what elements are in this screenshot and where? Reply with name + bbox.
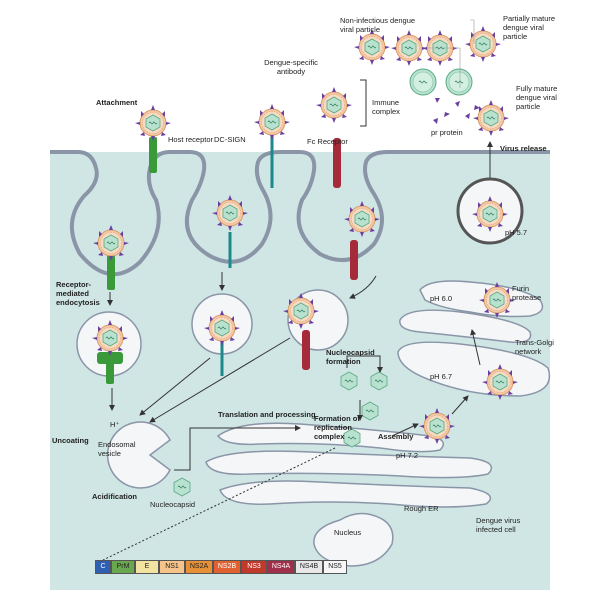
genome-prm: PrM: [111, 560, 135, 574]
label-endosomal-vesicle: Endosomal vesicle: [98, 440, 136, 458]
label-assembly: Assembly: [378, 432, 414, 441]
label-virus-release: Virus release: [500, 144, 547, 153]
genome-ns2b: NS2B: [213, 560, 241, 574]
label-non-infectious: Non-infectious dengue viral particle: [340, 16, 416, 34]
endosomal-vesicle: [106, 421, 171, 489]
label-rough-er: Rough ER: [404, 504, 439, 513]
pr-protein-fragments: [433, 98, 480, 124]
genome-ns5: NS5: [323, 560, 347, 574]
cell-cytoplasm: [50, 152, 550, 590]
fc-receptors: [302, 138, 358, 370]
label-ph-67: pH 6.7: [430, 372, 453, 381]
label-pr-protein: pr protein: [431, 128, 463, 137]
nucleus: [313, 512, 394, 567]
label-receptor-endocytosis: Receptor-mediated endocytosis: [56, 280, 100, 307]
immune-complex-bracket: [360, 79, 367, 127]
label-ph-72: pH 7.2: [396, 451, 419, 460]
label-nucleocapsid: Nucleocapsid: [150, 500, 196, 509]
label-infected-cell: Dengue virus infected cell: [476, 516, 521, 534]
host-receptors: [97, 137, 157, 384]
label-nucleocapsid-formation: Nucleocapsid formation: [326, 348, 375, 366]
plasma-membrane: [50, 150, 550, 277]
genome-ns1: NS1: [159, 560, 185, 574]
viral-genome: C PrM E NS1 NS2A NS2B NS3 NS4A NS4B NS5: [95, 560, 347, 574]
rough-er: [205, 422, 493, 508]
label-furin-protease: Furin protease: [512, 284, 542, 302]
genome-ns4b: NS4B: [295, 560, 323, 574]
label-replication-complex: Formation of replication complex: [314, 414, 360, 441]
label-fully-mature: Fully mature dengue viral particle: [516, 84, 558, 111]
genome-e: E: [135, 560, 159, 574]
label-immune-complex: Immune complex: [372, 98, 400, 116]
label-fc-receptor: Fc Receptor: [307, 137, 348, 146]
label-h-plus: H⁺: [110, 420, 120, 429]
genome-ns3: NS3: [241, 560, 267, 574]
label-uncoating: Uncoating: [52, 436, 89, 445]
label-dc-sign: DC-SIGN: [214, 135, 246, 144]
genome-ns2a: NS2A: [185, 560, 213, 574]
label-trans-golgi: Trans-Golgi network: [515, 338, 554, 356]
genome-c: C: [95, 560, 111, 574]
label-attachment: Attachment: [96, 98, 138, 107]
label-partially-mature: Partially mature dengue viral particle: [503, 14, 556, 41]
label-ph-57: pH 5.7: [505, 228, 528, 237]
label-dengue-antibody: Dengue-specific antibody: [264, 58, 318, 76]
genome-ns4a: NS4A: [267, 560, 295, 574]
genome-pointer: [102, 447, 336, 561]
pathway-arrows: [107, 272, 481, 471]
label-translation: Translation and processing: [218, 410, 316, 419]
label-ph-60: pH 6.0: [430, 294, 453, 303]
label-acidification: Acidification: [92, 492, 138, 501]
label-nucleus: Nucleus: [334, 528, 362, 537]
label-host-receptor: Host receptor: [168, 135, 214, 144]
